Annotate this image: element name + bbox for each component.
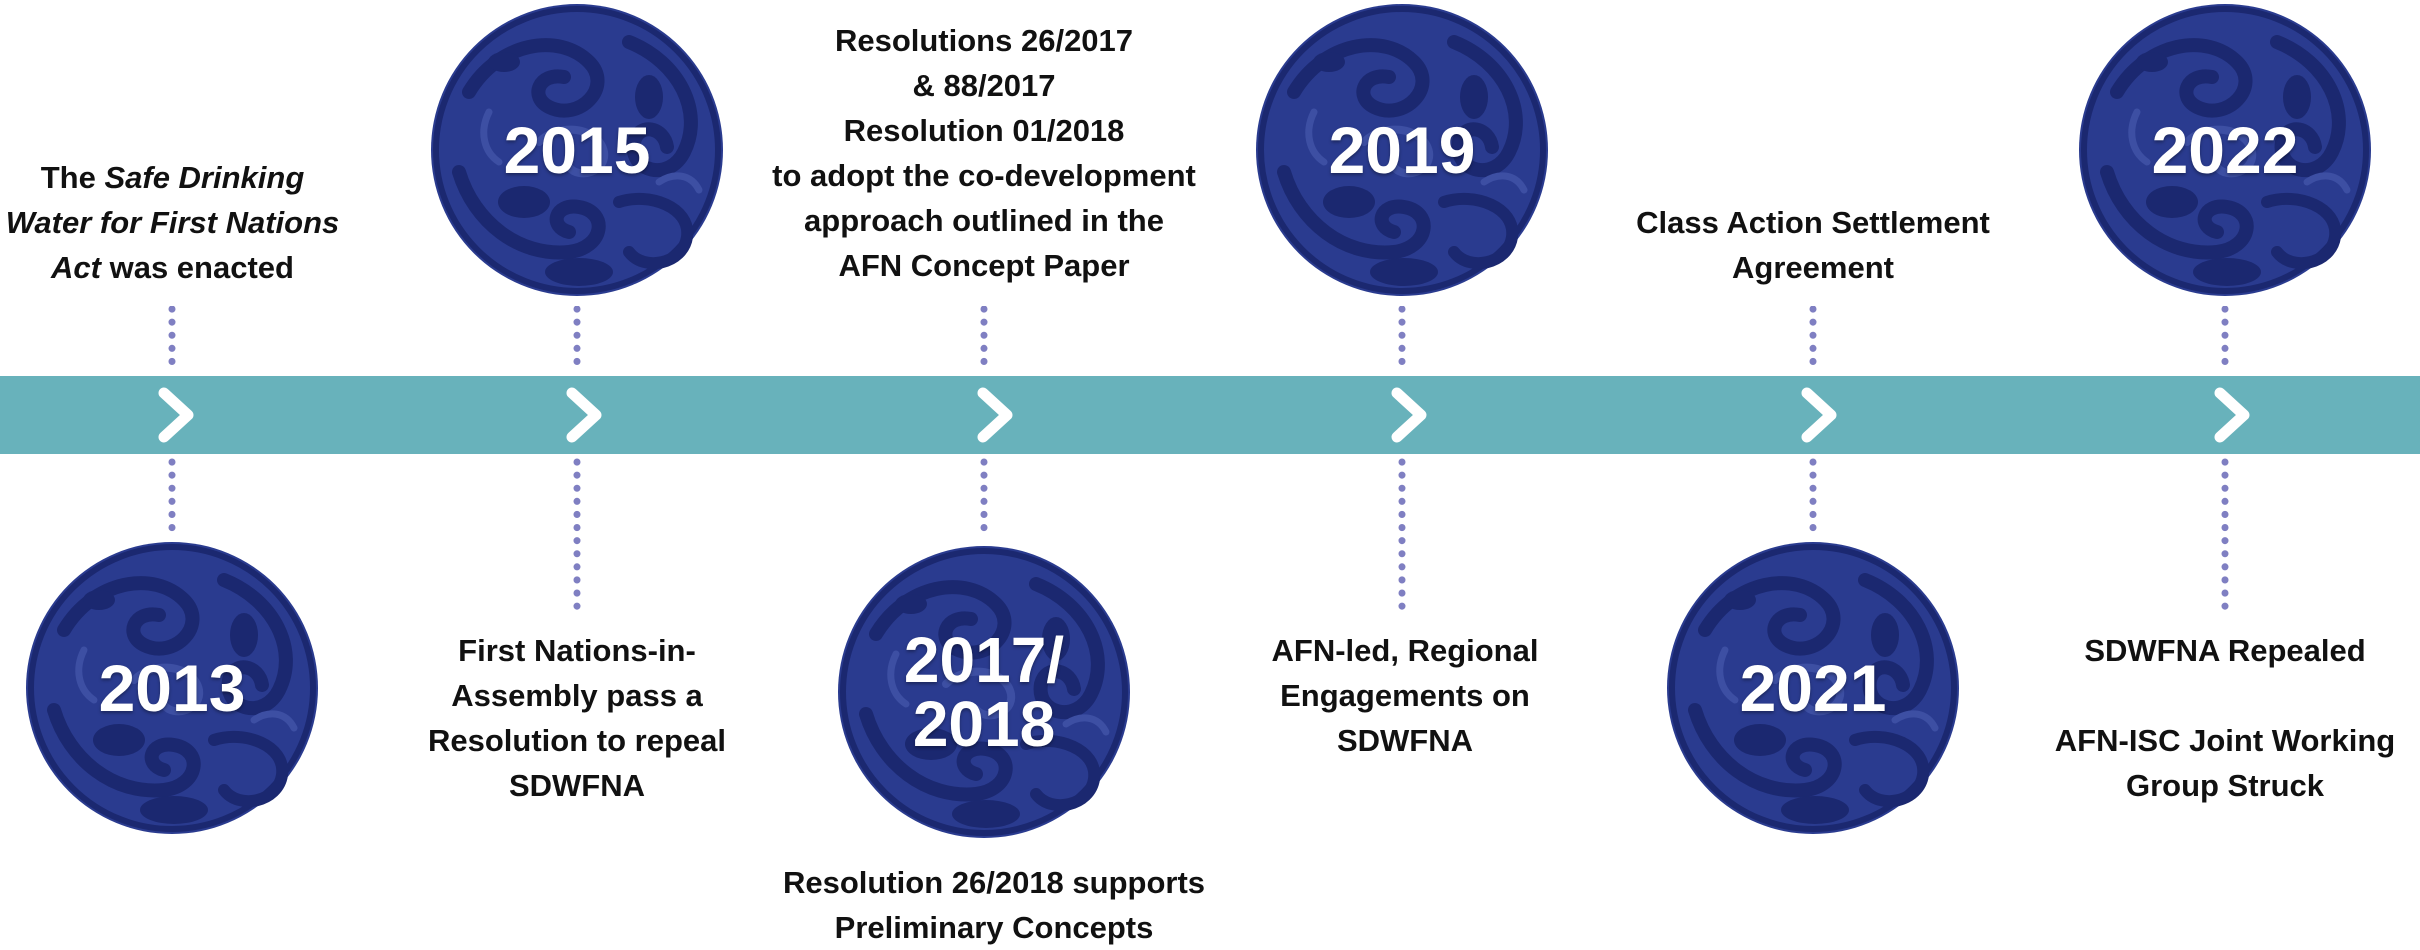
- connector-2017-bottom: [979, 458, 989, 542]
- chevron-right-icon: [152, 385, 200, 445]
- event-2019-text: AFN-led, Regional Engagements on SDWFNA: [1271, 633, 1539, 758]
- chevron-right-icon: [560, 385, 608, 445]
- year-label-line2: 2018: [912, 688, 1056, 760]
- event-2021-text: Class Action Settlement Agreement: [1636, 205, 1990, 285]
- chevron-right-icon: [1385, 385, 1433, 445]
- connector-2022-top: [2220, 305, 2230, 376]
- year-circle-2021: 2021: [1665, 540, 1961, 836]
- year-label: 2017/2018: [836, 544, 1132, 840]
- event-2017-text: Resolutions 26/2017 & 88/2017 Resolution…: [772, 23, 1196, 283]
- connector-2015-bottom: [572, 458, 582, 612]
- year-label: 2022: [2151, 113, 2299, 187]
- connector-2013-top: [167, 305, 177, 376]
- year-circle-2022: 2022: [2077, 2, 2373, 298]
- connector-2015-top: [572, 305, 582, 376]
- chevron-right-icon: [1795, 385, 1843, 445]
- year-circle-2015: 2015: [429, 2, 725, 298]
- connector-2021-bottom: [1808, 458, 1818, 542]
- connector-2021-top: [1808, 305, 1818, 376]
- year-label: 2015: [503, 113, 651, 187]
- connector-2013-bottom: [167, 458, 177, 542]
- timeline-band: [0, 376, 2420, 454]
- year-label: 2013: [98, 651, 246, 725]
- event-2013-text: The Safe Drinking Water for First Nation…: [5, 160, 340, 285]
- year-circle-2019: 2019: [1254, 2, 1550, 298]
- year-label: 2019: [1328, 113, 1476, 187]
- connector-2017-top: [979, 305, 989, 376]
- connector-2022-bottom: [2220, 458, 2230, 612]
- event-2018-text: Resolution 26/2018 supports Preliminary …: [782, 865, 1206, 945]
- chevron-right-icon: [2208, 385, 2256, 445]
- chevron-right-icon: [971, 385, 1019, 445]
- event-2022-text: SDWFNA Repealed AFN-ISC Joint Working Gr…: [2054, 633, 2396, 803]
- year-circle-2013: 2013: [24, 540, 320, 836]
- year-circle-2017-2018: 2017/2018: [836, 544, 1132, 840]
- connector-2019-top: [1397, 305, 1407, 376]
- connector-2019-bottom: [1397, 458, 1407, 612]
- year-label: 2021: [1739, 651, 1887, 725]
- year-label-line1: 2017/: [903, 624, 1065, 696]
- event-2015-text: First Nations-in- Assembly pass a Resolu…: [428, 633, 726, 803]
